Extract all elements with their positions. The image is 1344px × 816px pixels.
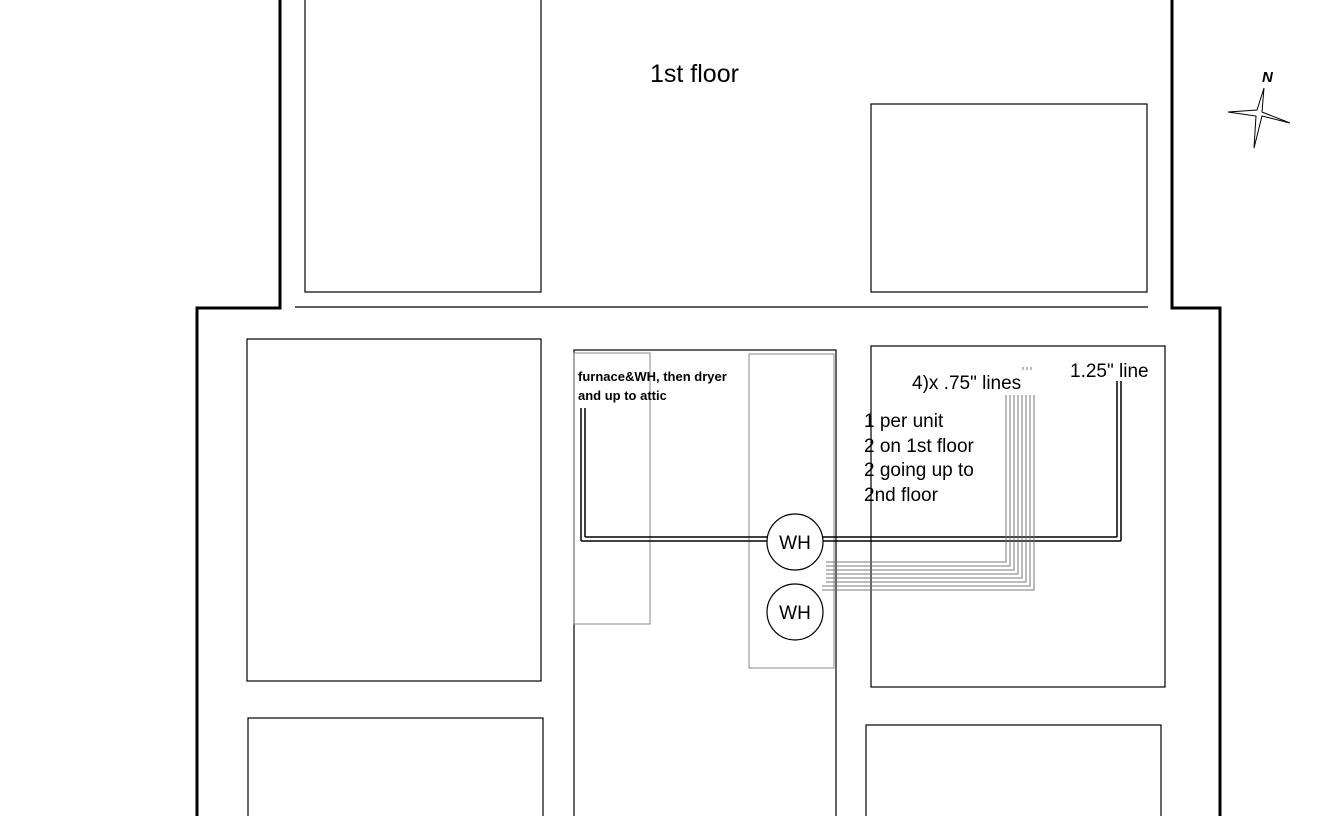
one-quarter-line-label: 1.25" line — [1070, 361, 1149, 382]
water-heater-area — [748, 353, 835, 669]
note-line: 2nd floor — [864, 485, 939, 506]
note-line: 1 per unit — [864, 411, 944, 432]
three-quarter-lines-label: 4)x .75" lines — [912, 373, 1021, 394]
exterior-walls — [195, 0, 1222, 816]
note-line: 2 going up to — [864, 460, 974, 481]
furnace-note-line2: and up to attic — [578, 388, 667, 403]
water-heater-2: WH — [766, 583, 824, 641]
water-heater-label: WH — [779, 533, 811, 554]
room-top-right — [870, 103, 1148, 293]
page-title: 1st floor — [650, 60, 739, 88]
water-heater-label: WH — [779, 603, 811, 624]
compass-north-label: N — [1262, 69, 1274, 86]
furnace-area — [573, 352, 651, 625]
room-bottom-left — [247, 717, 544, 816]
rooms — [246, 0, 1166, 816]
utility-room — [573, 349, 837, 816]
water-heater-1: WH — [766, 513, 824, 571]
room-mid-left — [246, 338, 542, 682]
three-quarter-lines — [822, 367, 1035, 591]
room-bottom-right — [865, 724, 1162, 816]
furnace-note-line1: furnace&WH, then dryer — [578, 369, 727, 384]
gas-lines — [580, 381, 1122, 542]
room-mid-right — [870, 345, 1166, 688]
compass-icon: N — [1227, 69, 1291, 149]
note-line: 2 on 1st floor — [864, 436, 975, 457]
room-top-left — [304, 0, 542, 293]
